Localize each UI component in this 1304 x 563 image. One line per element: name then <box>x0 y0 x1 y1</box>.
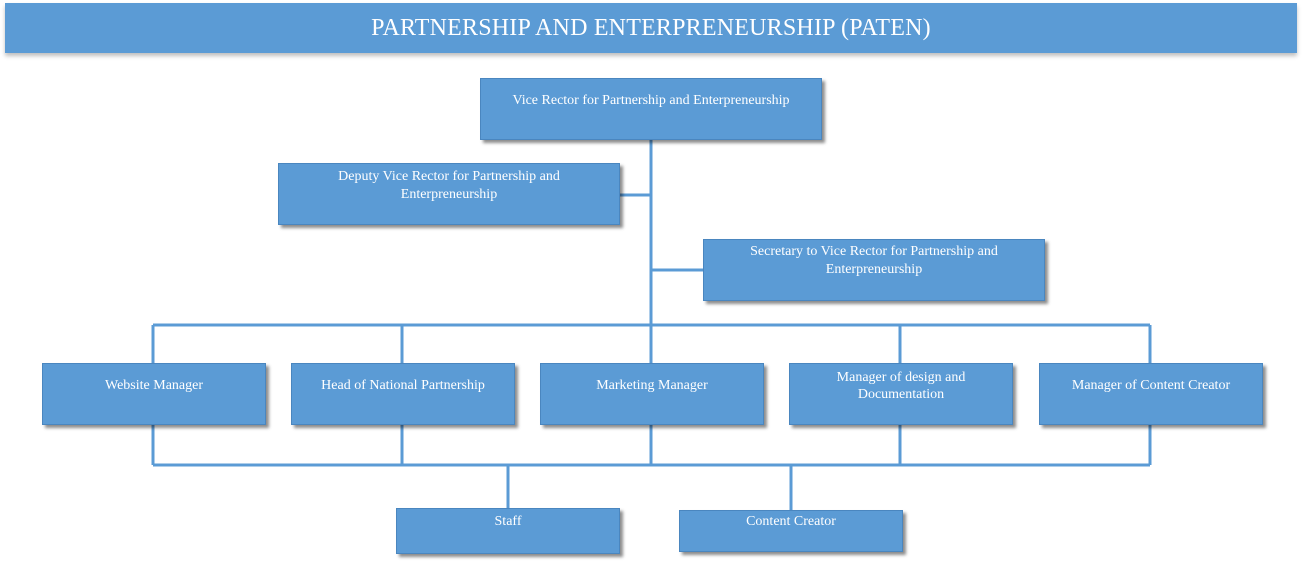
node-vice-rector-label: Vice Rector for Partnership and Enterpre… <box>512 93 790 108</box>
node-marketing-manager-label: Marketing Manager <box>596 378 708 393</box>
node-deputy-vice-rector: Deputy Vice Rector for Partnership and E… <box>278 163 620 225</box>
node-secretary-label: Secretary to Vice Rector for Partnership… <box>750 244 998 277</box>
node-manager-design-documentation: Manager of design and Documentation <box>789 363 1013 425</box>
chart-title-text: PARTNERSHIP AND ENTERPRENEURSHIP (PATEN) <box>371 14 931 41</box>
node-head-national-partnership: Head of National Partnership <box>291 363 515 425</box>
node-marketing-manager: Marketing Manager <box>540 363 764 425</box>
chart-title: PARTNERSHIP AND ENTERPRENEURSHIP (PATEN) <box>5 3 1297 53</box>
node-staff-label: Staff <box>494 514 522 529</box>
node-website-manager-label: Website Manager <box>105 378 203 393</box>
node-deputy-vice-rector-label: Deputy Vice Rector for Partnership and E… <box>338 169 560 202</box>
node-manager-content-creator-label: Manager of Content Creator <box>1071 378 1231 393</box>
node-manager-content-creator: Manager of Content Creator <box>1039 363 1263 425</box>
node-staff: Staff <box>396 508 620 554</box>
node-manager-design-documentation-label: Manager of design and Documentation <box>836 370 966 402</box>
node-head-national-partnership-label: Head of National Partnership <box>321 378 485 393</box>
node-vice-rector: Vice Rector for Partnership and Enterpre… <box>480 78 822 140</box>
node-website-manager: Website Manager <box>42 363 266 425</box>
node-content-creator-label: Content Creator <box>746 514 836 529</box>
node-secretary: Secretary to Vice Rector for Partnership… <box>703 239 1045 301</box>
node-content-creator: Content Creator <box>679 510 903 552</box>
